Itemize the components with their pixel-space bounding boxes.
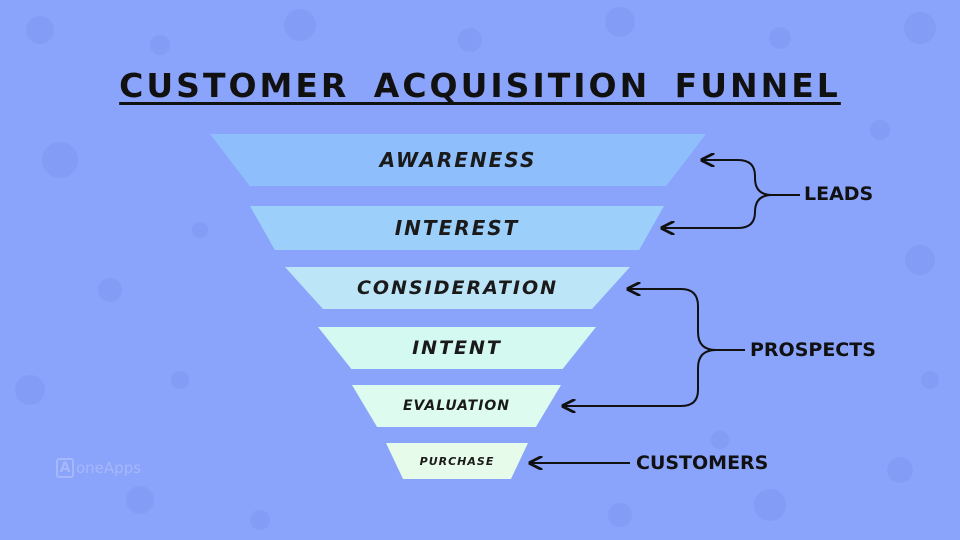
- group-label-prospects: PROSPECTS: [750, 339, 876, 361]
- leads-bracket-lower: [662, 194, 773, 228]
- brand-logo-icon: A: [56, 458, 74, 478]
- funnel-stage-interest: INTEREST: [250, 206, 664, 250]
- funnel-stage-consideration: CONSIDERATION: [285, 267, 630, 309]
- funnel-stage-evaluation: EVALUATION: [352, 385, 561, 427]
- page-title: CUSTOMER ACQUISITION FUNNEL: [119, 66, 841, 105]
- funnel-stage-awareness: AWARENESS: [210, 134, 706, 186]
- funnel-stage-purchase: PURCHASE: [386, 443, 528, 479]
- prospects-bracket: [628, 289, 745, 351]
- prospects-bracket-lower: [563, 349, 717, 406]
- funnel-stage-intent: INTENT: [318, 327, 596, 369]
- watermark: A oneApps: [56, 458, 141, 478]
- group-label-customers: CUSTOMERS: [636, 452, 769, 474]
- watermark-text: oneApps: [76, 459, 142, 477]
- leads-bracket: [702, 160, 800, 196]
- group-label-leads: LEADS: [804, 183, 874, 205]
